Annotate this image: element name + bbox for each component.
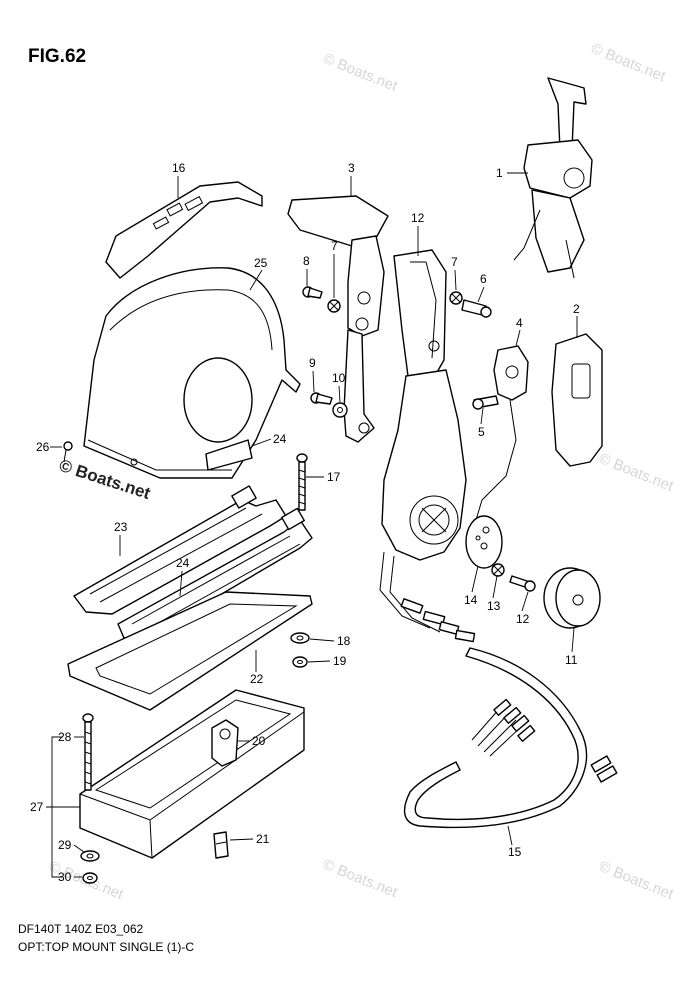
callout-23: 22 <box>250 672 264 686</box>
part-switch-screw <box>472 395 499 410</box>
figure-title: FIG.62 <box>28 46 86 67</box>
callout-2: 2 <box>573 302 580 316</box>
part-washer <box>332 402 348 418</box>
part-friction-disc <box>543 567 601 629</box>
callout-18: 17 <box>327 470 341 484</box>
watermark: © Boats.net <box>321 50 401 96</box>
part-bolt <box>302 286 323 299</box>
part-detent-plate <box>465 515 503 569</box>
callout-19: 18 <box>337 634 351 648</box>
callout-21: 20 <box>252 734 266 748</box>
callout-28: 26 <box>36 440 50 454</box>
callout-17: 16 <box>172 161 186 175</box>
callout-5: 5 <box>478 425 485 439</box>
watermark: © Boats.net <box>589 40 669 86</box>
part-nut <box>82 872 98 884</box>
part-bracket <box>117 507 313 639</box>
part-screw <box>63 441 73 463</box>
part-control-housing <box>381 249 467 561</box>
callout-7: 7 <box>451 255 458 269</box>
part-top-cover <box>105 181 263 279</box>
callout-31: 29 <box>58 838 72 852</box>
callout-3: 3 <box>348 161 355 175</box>
callout-4: 4 <box>516 316 523 330</box>
part-base <box>79 689 305 859</box>
part-gasket <box>67 591 313 711</box>
callout-20: 19 <box>333 654 347 668</box>
callout-30: 28 <box>58 730 72 744</box>
watermark: © Boats.net <box>597 450 677 496</box>
callout-15: 14 <box>464 593 478 607</box>
callout-27: 25 <box>254 256 268 270</box>
callout-32: 30 <box>58 870 72 884</box>
callout-14: 13 <box>487 599 501 613</box>
part-lock-washer <box>491 563 505 577</box>
part-neutral-switch <box>475 345 529 521</box>
part-screw <box>509 575 536 592</box>
part-washer <box>80 850 100 862</box>
watermark: © Boats.net <box>597 858 677 904</box>
part-lock-washer <box>327 299 341 313</box>
part-main-cover <box>83 267 301 479</box>
callout-29: 27 <box>30 800 44 814</box>
callout-24: 24 <box>176 556 190 570</box>
callout-1: 1 <box>496 166 503 180</box>
part-clip <box>213 831 229 859</box>
callout-12: 12 <box>411 211 425 225</box>
part-wiring-harness <box>379 551 618 829</box>
part-remote-control-assy <box>513 77 593 279</box>
callout-16: 15 <box>508 845 522 859</box>
callout-26: 24 <box>273 432 287 446</box>
callout-24: 23 <box>114 520 128 534</box>
part-grip-cover <box>551 333 603 467</box>
callout-13: 12 <box>516 612 530 626</box>
callout-22: 21 <box>256 832 270 846</box>
part-bolt <box>461 299 492 318</box>
part-cover-trim <box>205 439 253 471</box>
callout-8: 8 <box>303 254 310 268</box>
part-washer <box>290 632 310 644</box>
part-bolt <box>310 392 333 405</box>
callout-10: 10 <box>332 371 346 385</box>
callout-9: 9 <box>309 356 316 370</box>
figure-caption: OPT:TOP MOUNT SINGLE (1)-C <box>18 940 194 954</box>
callout-7: 7 <box>331 239 338 253</box>
part-long-screw <box>82 713 94 791</box>
part-nut <box>292 656 308 668</box>
part-long-screw <box>296 453 308 511</box>
callout-11: 11 <box>565 653 578 667</box>
part-lock-washer <box>449 291 463 305</box>
figure-code: DF140T 140Z E03_062 <box>18 922 144 936</box>
callout-6: 6 <box>480 272 487 286</box>
watermark: © Boats.net <box>321 856 401 902</box>
